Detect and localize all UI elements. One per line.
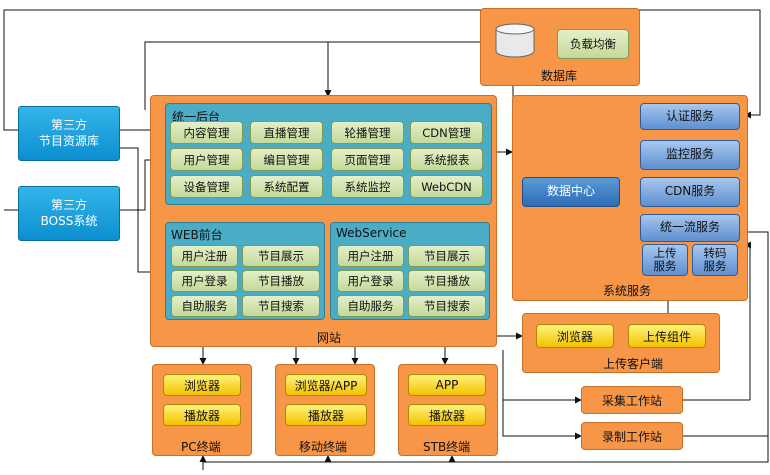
stb-terminal-label: STB终端 <box>423 440 471 454</box>
backend-item: 内容管理 <box>170 121 243 144</box>
backend-item: 设备管理 <box>170 175 243 198</box>
record-workstation: 录制工作站 <box>581 422 683 450</box>
backend-item: 用户管理 <box>170 148 243 171</box>
mobile-player: 播放器 <box>285 404 367 426</box>
webservice-item: 节目播放 <box>408 270 486 292</box>
database-label: 数据库 <box>541 69 578 83</box>
third-party-boss-system: 第三方 BOSS系统 <box>18 186 120 241</box>
upload-client-browser: 浏览器 <box>536 324 614 348</box>
backend-item: 系统报表 <box>410 148 483 171</box>
unified-stream-service: 统一流服务 <box>640 214 740 242</box>
upload-service: 上传 服务 <box>642 244 688 276</box>
backend-item: 编目管理 <box>250 148 323 171</box>
mobile-terminal-label: 移动终端 <box>299 440 348 454</box>
web-front-item: 节目搜索 <box>242 295 320 317</box>
monitor-service: 监控服务 <box>640 140 740 170</box>
pc-terminal-label: PC终端 <box>181 440 221 454</box>
web-front-item: 节目展示 <box>242 245 320 267</box>
web-front-item: 自助服务 <box>171 295 238 317</box>
mobile-browser-app: 浏览器/APP <box>285 374 367 396</box>
backend-item: 直播管理 <box>250 121 323 144</box>
web-front-item: 用户登录 <box>171 270 238 292</box>
database-icon <box>495 23 535 58</box>
data-center: 数据中心 <box>522 177 620 207</box>
backend-item: 系统监控 <box>331 175 404 198</box>
backend-item: CDN管理 <box>410 121 483 144</box>
webservice-item: 自助服务 <box>337 295 404 317</box>
database-group: 负载均衡 数据库 <box>480 8 640 86</box>
auth-service: 认证服务 <box>640 103 740 130</box>
upload-client-label: 上传客户端 <box>603 357 664 371</box>
backend-item: WebCDN <box>410 175 483 198</box>
system-services-label: 系统服务 <box>603 284 652 298</box>
backend-item: 轮播管理 <box>331 121 404 144</box>
pc-browser: 浏览器 <box>163 374 241 396</box>
unified-backend-title: 统一后台 <box>172 110 221 124</box>
web-front-item: 用户注册 <box>171 245 238 267</box>
webservice-item: 节目搜索 <box>408 295 486 317</box>
backend-item: 系统配置 <box>250 175 323 198</box>
webservice-item: 节目展示 <box>408 245 486 267</box>
web-frontend-title: WEB前台 <box>171 228 223 242</box>
upload-component: 上传组件 <box>628 324 706 348</box>
webservice-item: 用户注册 <box>337 245 404 267</box>
capture-workstation: 采集工作站 <box>581 386 683 414</box>
cdn-service: CDN服务 <box>640 177 740 207</box>
stb-app: APP <box>408 374 486 396</box>
stb-player: 播放器 <box>408 404 486 426</box>
third-party-resource-library: 第三方 节目资源库 <box>18 106 120 161</box>
backend-item: 页面管理 <box>331 148 404 171</box>
transcode-service: 转码 服务 <box>692 244 738 276</box>
website-label: 网站 <box>317 331 342 345</box>
webservice-item: 用户登录 <box>337 270 404 292</box>
load-balance-box: 负载均衡 <box>557 29 629 59</box>
webservice-title: WebService <box>336 226 407 240</box>
pc-player: 播放器 <box>163 404 241 426</box>
web-front-item: 节目播放 <box>242 270 320 292</box>
